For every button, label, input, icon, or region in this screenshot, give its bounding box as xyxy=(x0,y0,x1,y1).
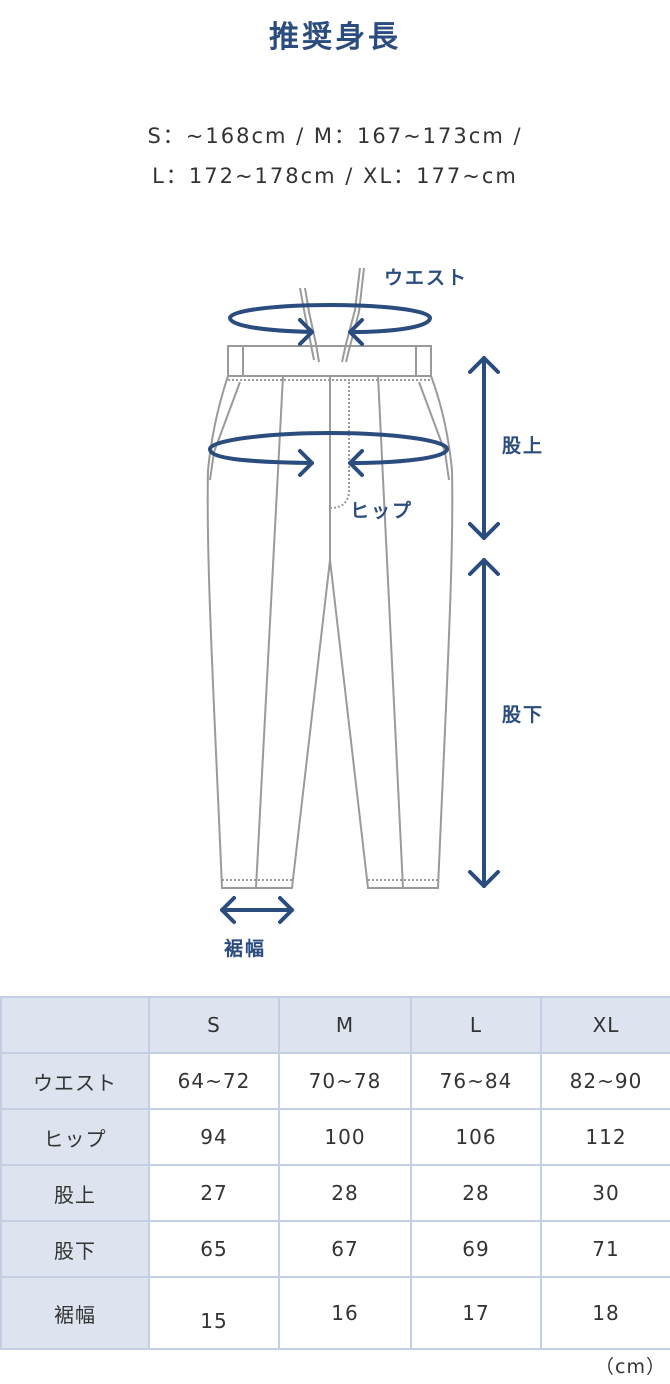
table-cell: 27 xyxy=(148,1164,280,1222)
recommended-heights: S：~168cm / M：167~173cm / L：172~178cm / X… xyxy=(0,116,670,196)
table-cell: 16 xyxy=(278,1276,412,1350)
header-size-s: S xyxy=(148,996,280,1054)
hem-arrow xyxy=(220,896,294,924)
rise-label: 股上 xyxy=(502,435,545,457)
table-cell: 65 xyxy=(148,1220,280,1278)
size-table: S M L XL ウエスト 64~72 70~78 76~84 82~90 ヒッ… xyxy=(0,996,670,1350)
waist-arrow xyxy=(228,303,432,346)
header-size-xl: XL xyxy=(540,996,670,1054)
header-size-l: L xyxy=(410,996,542,1054)
pants-outline xyxy=(206,267,454,889)
header-corner xyxy=(0,996,150,1054)
table-cell: 82~90 xyxy=(540,1052,670,1110)
table-cell: 69 xyxy=(410,1220,542,1278)
row-label: ウエスト xyxy=(0,1052,150,1110)
table-cell: 112 xyxy=(540,1108,670,1166)
table-cell: 94 xyxy=(148,1108,280,1166)
header-size-m: M xyxy=(278,996,412,1054)
waist-label: ウエスト xyxy=(384,267,469,289)
table-cell: 64~72 xyxy=(148,1052,280,1110)
pants-diagram xyxy=(206,267,500,924)
row-label: 裾幅 xyxy=(0,1276,150,1350)
table-row: ウエスト 64~72 70~78 76~84 82~90 xyxy=(0,1052,670,1110)
table-header-row: S M L XL xyxy=(0,996,670,1054)
table-cell: 67 xyxy=(278,1220,412,1278)
table-cell: 17 xyxy=(410,1276,542,1350)
heights-line-1: S：~168cm / M：167~173cm / xyxy=(147,124,523,148)
table-row: ヒップ 94 100 106 112 xyxy=(0,1108,670,1166)
unit-label: （cm） xyxy=(595,1356,666,1378)
table-cell: 15 xyxy=(148,1276,280,1350)
hip-label: ヒップ xyxy=(350,500,414,522)
hip-arrow xyxy=(208,431,449,477)
row-label: ヒップ xyxy=(0,1108,150,1166)
row-label: 股下 xyxy=(0,1220,150,1278)
table-cell: 71 xyxy=(540,1220,670,1278)
table-cell: 30 xyxy=(540,1164,670,1222)
table-row: 股下 65 67 69 71 xyxy=(0,1220,670,1278)
table-cell: 28 xyxy=(278,1164,412,1222)
table-cell: 100 xyxy=(278,1108,412,1166)
table-row: 股上 27 28 28 30 xyxy=(0,1164,670,1222)
inseam-label: 股下 xyxy=(502,704,545,726)
row-label: 股上 xyxy=(0,1164,150,1222)
hem-label: 裾幅 xyxy=(224,938,267,960)
heights-line-2: L：172~178cm / XL：177~cm xyxy=(152,164,518,188)
page-title: 推奨身長 xyxy=(269,20,401,55)
table-cell: 106 xyxy=(410,1108,542,1166)
table-cell: 70~78 xyxy=(278,1052,412,1110)
table-row: 裾幅 15 16 17 18 xyxy=(0,1276,670,1350)
table-cell: 28 xyxy=(410,1164,542,1222)
rise-arrow xyxy=(468,356,500,540)
table-cell: 18 xyxy=(540,1276,670,1350)
inseam-arrow xyxy=(468,558,500,888)
table-cell: 76~84 xyxy=(410,1052,542,1110)
